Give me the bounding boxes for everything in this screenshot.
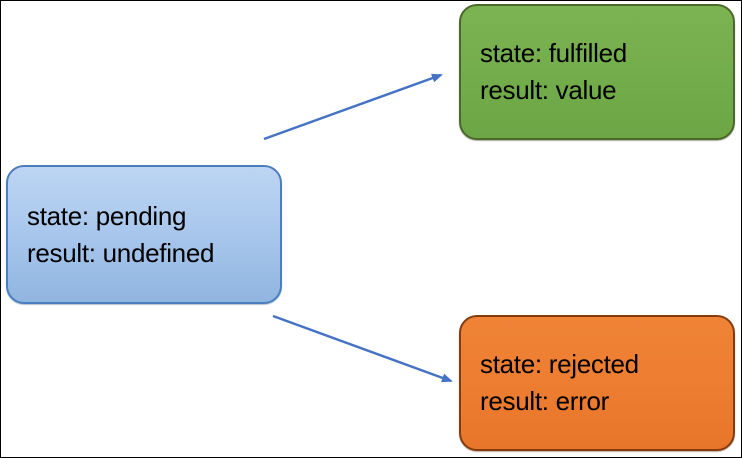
pending-state-line: state: pending [27,200,187,231]
pending-result-line: result: undefined [27,237,215,268]
arrow-pending-to-rejected [272,314,453,383]
rejected-state-line: state: rejected [480,349,639,379]
fulfilled-state-line: state: fulfilled [480,38,627,68]
rejected-result-line: result: error [480,386,610,416]
pending-state-box: state: pending result: undefined [6,165,282,304]
fulfilled-state-box: state: fulfilled result: value [459,4,735,140]
fulfilled-result-line: result: value [480,75,617,105]
arrow-pending-to-fulfilled [263,73,443,141]
rejected-state-box: state: rejected result: error [459,315,735,451]
